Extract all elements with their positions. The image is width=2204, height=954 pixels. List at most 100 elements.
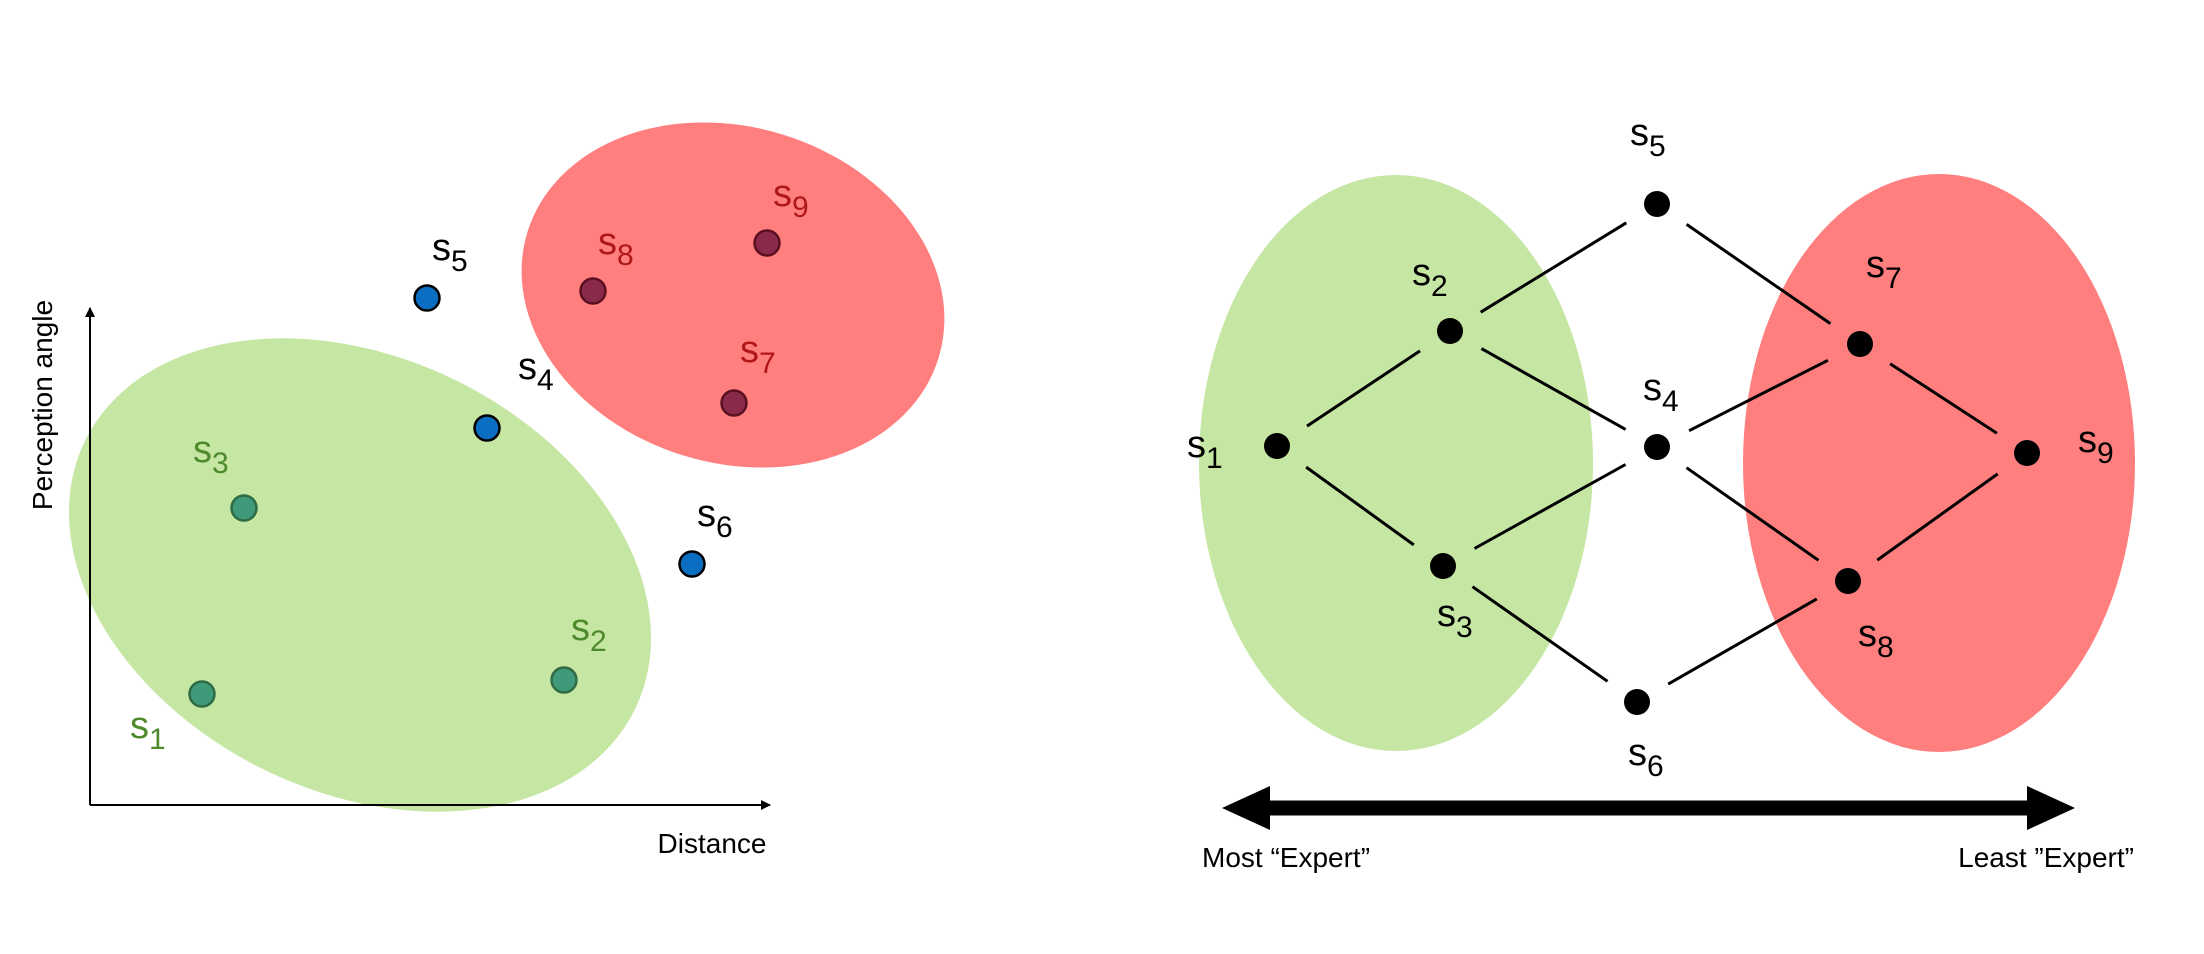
graph-node-s3 xyxy=(1430,553,1456,579)
left-label-s5: s5 xyxy=(432,227,468,278)
left-label-s5-sub: 5 xyxy=(451,245,468,278)
graph-edge-s3-s4 xyxy=(1473,463,1627,550)
left-point-s8 xyxy=(579,277,607,305)
left-point-s5 xyxy=(413,284,441,312)
left-label-s7: s7 xyxy=(740,329,776,380)
left-point-s3 xyxy=(230,494,258,522)
graph-node-s5 xyxy=(1644,191,1670,217)
graph-label-s7-sub: 7 xyxy=(1885,262,1902,295)
graph-label-s4: s4 xyxy=(1643,367,1679,418)
graph-node-s7 xyxy=(1847,331,1873,357)
expertise-left-label: Most “Expert” xyxy=(1202,842,1370,873)
left-label-s7-sub: 7 xyxy=(759,347,776,380)
left-label-s3: s3 xyxy=(193,429,229,480)
graph-edge-s6-s8 xyxy=(1667,597,1818,686)
graph-label-s8: s8 xyxy=(1858,613,1894,664)
left-label-s1: s1 xyxy=(130,705,166,756)
graph-label-s2-sub: 2 xyxy=(1431,270,1448,303)
graph-label-s9-base: s xyxy=(2078,419,2097,461)
left-label-s3-sub: 3 xyxy=(212,447,229,480)
graph-edge-s5-s7 xyxy=(1685,223,1832,325)
graph-node-s2 xyxy=(1437,318,1463,344)
right-graph: s1 s2 s3 s4 s5 s6 s7 s8 s9 Most “Expert”… xyxy=(1187,112,2135,873)
left-label-s2-sub: 2 xyxy=(590,625,607,658)
bad-region-ellipse-right xyxy=(1743,174,2135,752)
left-label-s6-base: s xyxy=(697,493,716,535)
graph-label-s6: s6 xyxy=(1628,732,1664,783)
graph-edge-s1-s3 xyxy=(1305,465,1415,547)
graph-label-s4-base: s xyxy=(1643,367,1662,409)
graph-label-s2-base: s xyxy=(1412,252,1431,294)
left-point-s2 xyxy=(550,666,578,694)
graph-label-s3: s3 xyxy=(1437,593,1473,644)
left-point-s6 xyxy=(678,550,706,578)
bad-region-ellipse xyxy=(521,122,945,468)
expertise-arrow-right-head xyxy=(2027,786,2075,830)
expertise-right-label: Least ”Expert” xyxy=(1958,842,2134,873)
graph-label-s8-base: s xyxy=(1858,613,1877,655)
graph-edge-s4-s8 xyxy=(1685,466,1820,562)
left-state-labels: s1 s2 s3 s4 s5 s6 s7 s8 s9 xyxy=(130,173,809,756)
graph-label-s7: s7 xyxy=(1866,244,1902,295)
expertise-scale: Most “Expert” Least ”Expert” xyxy=(1202,786,2134,873)
left-label-s5-base: s xyxy=(432,227,451,269)
graph-label-s9-sub: 9 xyxy=(2097,437,2114,470)
left-label-s6: s6 xyxy=(697,493,733,544)
left-label-s6-sub: 6 xyxy=(716,511,733,544)
left-label-s1-sub: 1 xyxy=(149,723,166,756)
graph-label-s1-sub: 1 xyxy=(1206,442,1223,475)
left-label-s9-sub: 9 xyxy=(792,191,809,224)
graph-edge-s2-s5 xyxy=(1479,221,1628,314)
graph-label-s3-base: s xyxy=(1437,593,1456,635)
left-point-s7 xyxy=(720,389,748,417)
left-label-s7-base: s xyxy=(740,329,759,371)
expertise-arrow-left-head xyxy=(1222,786,1270,830)
graph-node-labels: s1 s2 s3 s4 s5 s6 s7 s8 s9 xyxy=(1187,112,2114,783)
left-point-s9 xyxy=(753,229,781,257)
graph-nodes xyxy=(1264,191,2040,715)
left-point-s4 xyxy=(473,414,501,442)
graph-edge-s3-s6 xyxy=(1471,585,1609,683)
graph-edges xyxy=(1305,221,1999,686)
graph-label-s5-base: s xyxy=(1630,112,1649,154)
left-label-s2-base: s xyxy=(571,607,590,649)
graph-edge-s1-s2 xyxy=(1306,349,1421,428)
graph-edge-s4-s7 xyxy=(1688,358,1829,433)
graph-label-s5: s5 xyxy=(1630,112,1666,163)
left-label-s9: s9 xyxy=(773,173,809,224)
left-state-points xyxy=(188,229,781,708)
left-label-s4: s4 xyxy=(518,346,554,397)
left-label-s1-base: s xyxy=(130,705,149,747)
left-label-s9-base: s xyxy=(773,173,792,215)
graph-label-s2: s2 xyxy=(1412,252,1448,303)
graph-edge-s2-s4 xyxy=(1480,347,1627,431)
left-point-s1 xyxy=(188,680,216,708)
left-label-s4-base: s xyxy=(518,346,537,388)
graph-label-s3-sub: 3 xyxy=(1456,611,1473,644)
graph-label-s6-base: s xyxy=(1628,732,1647,774)
left-label-s8-sub: 8 xyxy=(617,239,634,272)
left-label-s4-sub: 4 xyxy=(537,364,554,397)
graph-label-s1: s1 xyxy=(1187,424,1223,475)
graph-edge-s7-s9 xyxy=(1889,362,1998,435)
graph-node-s6 xyxy=(1624,689,1650,715)
graph-label-s5-sub: 5 xyxy=(1649,130,1666,163)
graph-node-s4 xyxy=(1644,434,1670,460)
graph-label-s1-base: s xyxy=(1187,424,1206,466)
graph-node-s8 xyxy=(1835,568,1861,594)
left-plot: Perception angle Distance s1 s2 s3 s4 s5… xyxy=(27,122,945,859)
left-label-s8: s8 xyxy=(598,221,634,272)
graph-label-s7-base: s xyxy=(1866,244,1885,286)
graph-label-s9: s9 xyxy=(2078,419,2114,470)
graph-edge-s8-s9 xyxy=(1876,472,1999,562)
left-label-s3-base: s xyxy=(193,429,212,471)
graph-label-s8-sub: 8 xyxy=(1877,631,1894,664)
y-axis-label: Perception angle xyxy=(27,300,58,510)
graph-node-s1 xyxy=(1264,433,1290,459)
left-label-s8-base: s xyxy=(598,221,617,263)
x-axis-label: Distance xyxy=(658,828,767,859)
graph-label-s6-sub: 6 xyxy=(1647,750,1664,783)
graph-label-s4-sub: 4 xyxy=(1662,385,1679,418)
good-region-ellipse-right xyxy=(1199,175,1593,751)
